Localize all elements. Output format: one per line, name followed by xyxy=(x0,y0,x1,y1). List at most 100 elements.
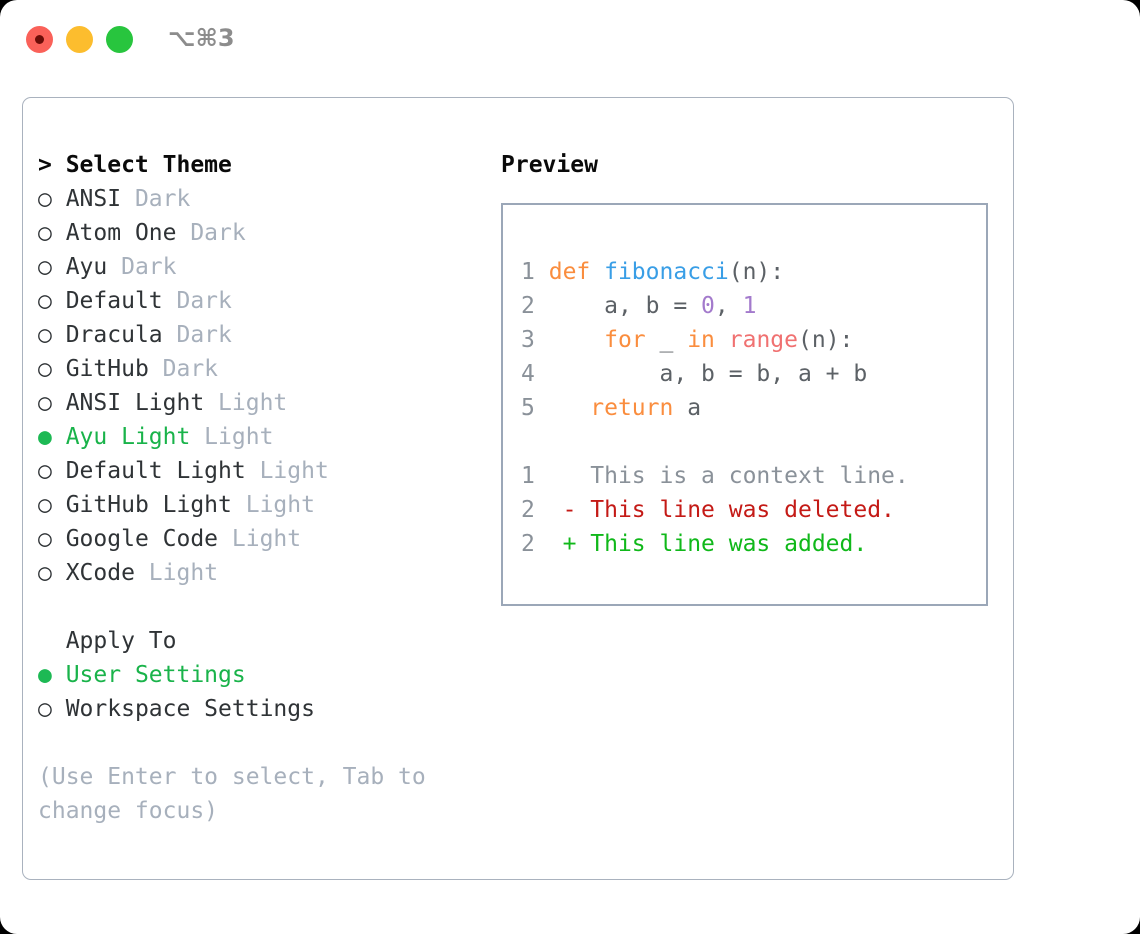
theme-list: ○ ANSI Dark○ Atom One Dark○ Ayu Dark○ De… xyxy=(38,182,488,590)
theme-option-github-light[interactable]: ○ GitHub Light Light xyxy=(38,488,488,522)
radio-unselected-icon: ○ xyxy=(38,390,66,416)
gutter-space xyxy=(535,293,549,319)
theme-option-ansi-light[interactable]: ○ ANSI Light Light xyxy=(38,386,488,420)
gutter-space xyxy=(535,497,563,523)
code-token-txt: , xyxy=(714,293,743,319)
diff-line-del: 2 - This line was deleted. xyxy=(521,493,909,527)
code-token-bi: range xyxy=(728,327,799,353)
code-token-punct: (n): xyxy=(798,327,854,353)
theme-variant-badge: Dark xyxy=(162,288,232,314)
code-token-kw: for xyxy=(604,327,646,353)
theme-name: ANSI Light xyxy=(65,390,205,416)
theme-variant-badge: Light xyxy=(134,560,219,586)
theme-name: ANSI xyxy=(65,186,122,212)
code-line: 2 a, b = 0, 1 xyxy=(521,289,909,323)
preview-title: Preview xyxy=(501,152,598,178)
line-number: 2 xyxy=(521,531,535,557)
code-blank-line xyxy=(521,425,909,459)
theme-option-default-light[interactable]: ○ Default Light Light xyxy=(38,454,488,488)
code-token-kw: in xyxy=(687,327,715,353)
theme-option-xcode[interactable]: ○ XCode Light xyxy=(38,556,488,590)
apply-to-option-user-settings[interactable]: ● User Settings xyxy=(38,658,488,692)
theme-variant-badge: Light xyxy=(190,424,274,450)
theme-name: GitHub Light xyxy=(65,492,232,518)
code-line: 4 a, b = b, a + b xyxy=(521,357,909,391)
gutter-space xyxy=(535,463,563,489)
theme-option-default[interactable]: ○ Default Dark xyxy=(38,284,488,318)
code-token-txt xyxy=(549,327,604,353)
diff-line-ctx: 1 This is a context line. xyxy=(521,459,909,493)
theme-variant-badge: Dark xyxy=(162,322,232,348)
diff-marker xyxy=(563,463,591,489)
hint-spacer xyxy=(38,726,488,760)
close-icon xyxy=(35,35,44,44)
radio-unselected-icon: ○ xyxy=(38,696,66,722)
code-token-txt: _ xyxy=(645,327,688,353)
line-number: 2 xyxy=(521,293,535,319)
diff-line-add: 2 + This line was added. xyxy=(521,527,909,561)
line-number: 4 xyxy=(521,361,535,387)
diff-marker: + xyxy=(562,531,591,557)
diff-text: This line was deleted. xyxy=(590,497,895,523)
radio-unselected-icon: ○ xyxy=(38,492,66,518)
diff-marker: - xyxy=(562,497,591,523)
code-line: 5 return a xyxy=(521,391,909,425)
code-token-txt: a xyxy=(673,395,702,421)
theme-picker-card: > Select Theme ○ ANSI Dark○ Atom One Dar… xyxy=(22,97,1014,880)
maximize-window-button[interactable] xyxy=(106,26,133,53)
code-token-txt: a, b = xyxy=(548,293,702,319)
theme-selection-pane: > Select Theme ○ ANSI Dark○ Atom One Dar… xyxy=(38,148,488,828)
diff-text: This line was added. xyxy=(590,531,868,557)
theme-variant-badge: Light xyxy=(245,458,329,484)
theme-name: Dracula xyxy=(65,322,163,348)
theme-variant-badge: Dark xyxy=(107,254,177,280)
code-token-txt xyxy=(549,395,591,421)
theme-name: Ayu xyxy=(65,254,108,280)
theme-name: Google Code xyxy=(65,526,219,552)
gutter-space xyxy=(535,361,549,387)
apply-to-label: Workspace Settings xyxy=(65,696,315,722)
code-line: 3 for _ in range(n): xyxy=(521,323,909,357)
theme-option-ayu[interactable]: ○ Ayu Dark xyxy=(38,250,488,284)
radio-unselected-icon: ○ xyxy=(38,560,66,586)
code-token-kw: def xyxy=(548,259,605,285)
minimize-window-button[interactable] xyxy=(66,26,93,53)
code-token-punct: (n): xyxy=(728,259,785,285)
theme-option-github[interactable]: ○ GitHub Dark xyxy=(38,352,488,386)
keyboard-shortcut-label: ⌥⌘3 xyxy=(168,24,235,52)
theme-name: Default xyxy=(65,288,163,314)
theme-option-atom-one[interactable]: ○ Atom One Dark xyxy=(38,216,488,250)
apply-to-label: User Settings xyxy=(65,662,246,688)
code-token-txt xyxy=(715,327,729,353)
radio-unselected-icon: ○ xyxy=(38,220,66,246)
line-number: 5 xyxy=(521,395,535,421)
line-number: 1 xyxy=(521,259,535,285)
preview-pane: Preview 1 def fibonacci(n):2 a, b = 0, 1… xyxy=(501,148,1001,606)
close-window-button[interactable] xyxy=(26,26,53,53)
theme-variant-badge: Light xyxy=(218,526,302,552)
apply-to-header: Apply To xyxy=(38,628,177,654)
code-token-num: 1 xyxy=(742,293,757,319)
theme-option-dracula[interactable]: ○ Dracula Dark xyxy=(38,318,488,352)
theme-variant-badge: Dark xyxy=(148,356,219,382)
theme-option-ansi[interactable]: ○ ANSI Dark xyxy=(38,182,488,216)
theme-variant-badge: Dark xyxy=(121,186,191,212)
code-token-fn: fibonacci xyxy=(604,259,729,285)
theme-name: GitHub xyxy=(65,356,149,382)
radio-selected-icon: ● xyxy=(38,662,66,688)
radio-unselected-icon: ○ xyxy=(38,526,66,552)
apply-to-option-workspace-settings[interactable]: ○ Workspace Settings xyxy=(38,692,488,726)
code-line: 1 def fibonacci(n): xyxy=(521,255,909,289)
theme-name: Atom One xyxy=(65,220,177,246)
radio-unselected-icon: ○ xyxy=(38,458,66,484)
gutter-space xyxy=(535,531,563,557)
apply-to-list: ● User Settings○ Workspace Settings xyxy=(38,658,488,726)
theme-option-ayu-light[interactable]: ● Ayu Light Light xyxy=(38,420,488,454)
list-spacer xyxy=(38,590,488,624)
radio-unselected-icon: ○ xyxy=(38,288,66,314)
theme-variant-badge: Dark xyxy=(176,220,246,246)
radio-unselected-icon: ○ xyxy=(38,254,66,280)
theme-option-google-code[interactable]: ○ Google Code Light xyxy=(38,522,488,556)
